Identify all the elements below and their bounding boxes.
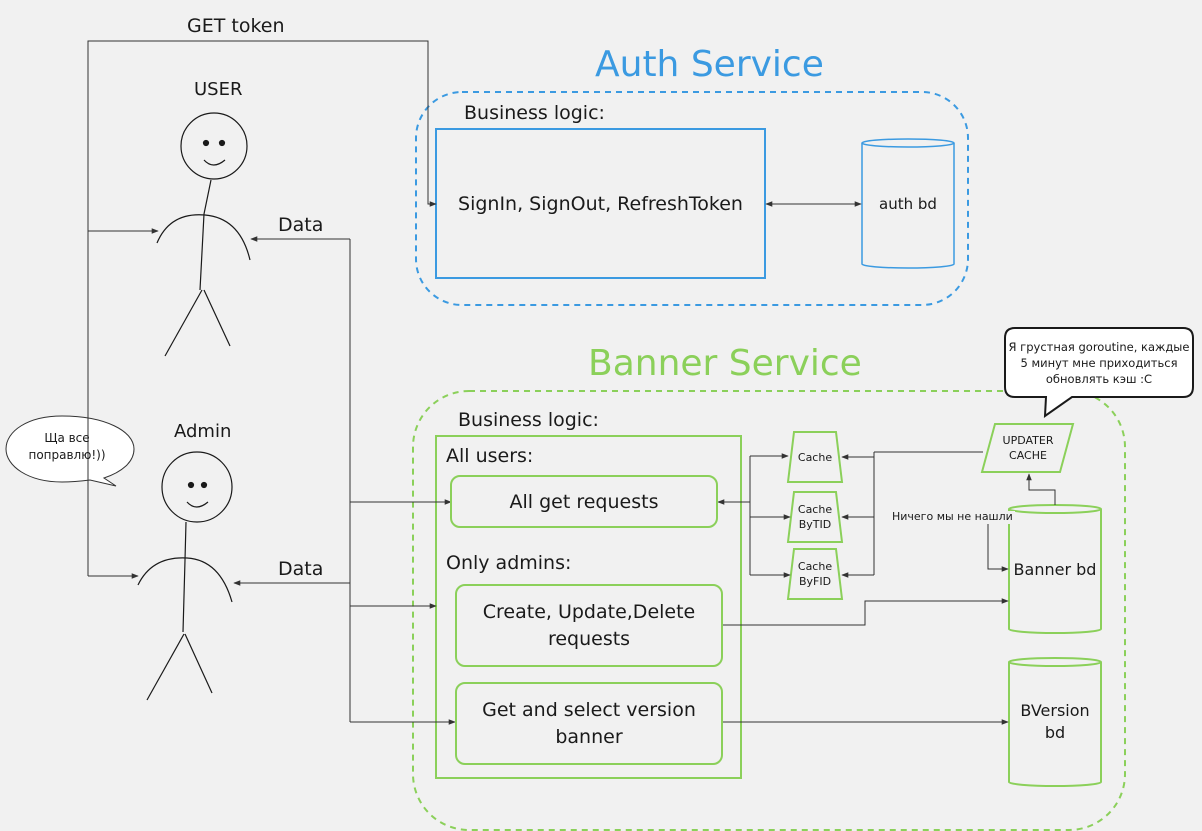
auth-logic-box-outline	[435, 128, 766, 279]
get-token-line	[87, 40, 437, 576]
updater-cache-shape	[980, 423, 1075, 473]
get-token-label: GET token	[187, 15, 285, 37]
cache-shape	[786, 431, 844, 483]
banner-db-to-updater	[1026, 473, 1056, 505]
version-requests-box: Get and select version banner	[455, 682, 723, 765]
banner-service-group	[412, 390, 1126, 831]
cache-label: Cache	[797, 450, 833, 464]
version-db-cylinder	[1008, 657, 1102, 787]
only-admins-label: Only admins:	[446, 552, 572, 574]
auth-db-label: auth bd	[879, 195, 937, 213]
not-found-line	[987, 516, 1009, 572]
all-users-label: All users:	[446, 445, 534, 467]
cud-to-banner-db	[723, 598, 1009, 626]
version-db-label: BVersion bd	[1020, 701, 1090, 742]
goroutine-bubble-text: Я грустная goroutine, каждые 5 минут мне…	[1008, 340, 1190, 387]
banner-service-title: Banner Service	[588, 343, 862, 384]
admin-stick-figure	[137, 451, 233, 701]
user-label: USER	[194, 79, 243, 100]
admin-bubble-text: Ща все поправлю!))	[28, 431, 106, 463]
not-found-label: Ничего мы не нашли	[890, 510, 1015, 524]
cud-requests-box: Create, Update,Delete requests	[455, 584, 723, 667]
user-stick-figure	[156, 112, 251, 357]
admin-label: Admin	[174, 421, 232, 442]
banner-business-logic-label: Business logic:	[458, 409, 599, 431]
cache-bytid-label: Cache ByTID	[797, 502, 833, 531]
auth-db-cylinder	[861, 138, 955, 269]
goroutine-speech-bubble	[1004, 327, 1194, 419]
auth-logic-box: SignIn, SignOut, RefreshToken	[458, 192, 743, 215]
cache-bytid-shape	[786, 491, 844, 543]
cache-byfid-label: Cache ByFID	[797, 559, 833, 588]
banner-db-label: Banner bd	[1013, 559, 1097, 579]
data-admin-label: Data	[278, 558, 324, 580]
admin-speech-bubble	[5, 415, 135, 487]
updater-cache-label: UPDATER CACHE	[1002, 433, 1054, 462]
auth-business-logic-label: Business logic:	[464, 102, 605, 124]
cache-byfid-shape	[786, 548, 844, 600]
auth-service-title: Auth Service	[595, 44, 824, 85]
data-user-label: Data	[278, 214, 324, 236]
all-get-requests-box: All get requests	[450, 475, 718, 528]
